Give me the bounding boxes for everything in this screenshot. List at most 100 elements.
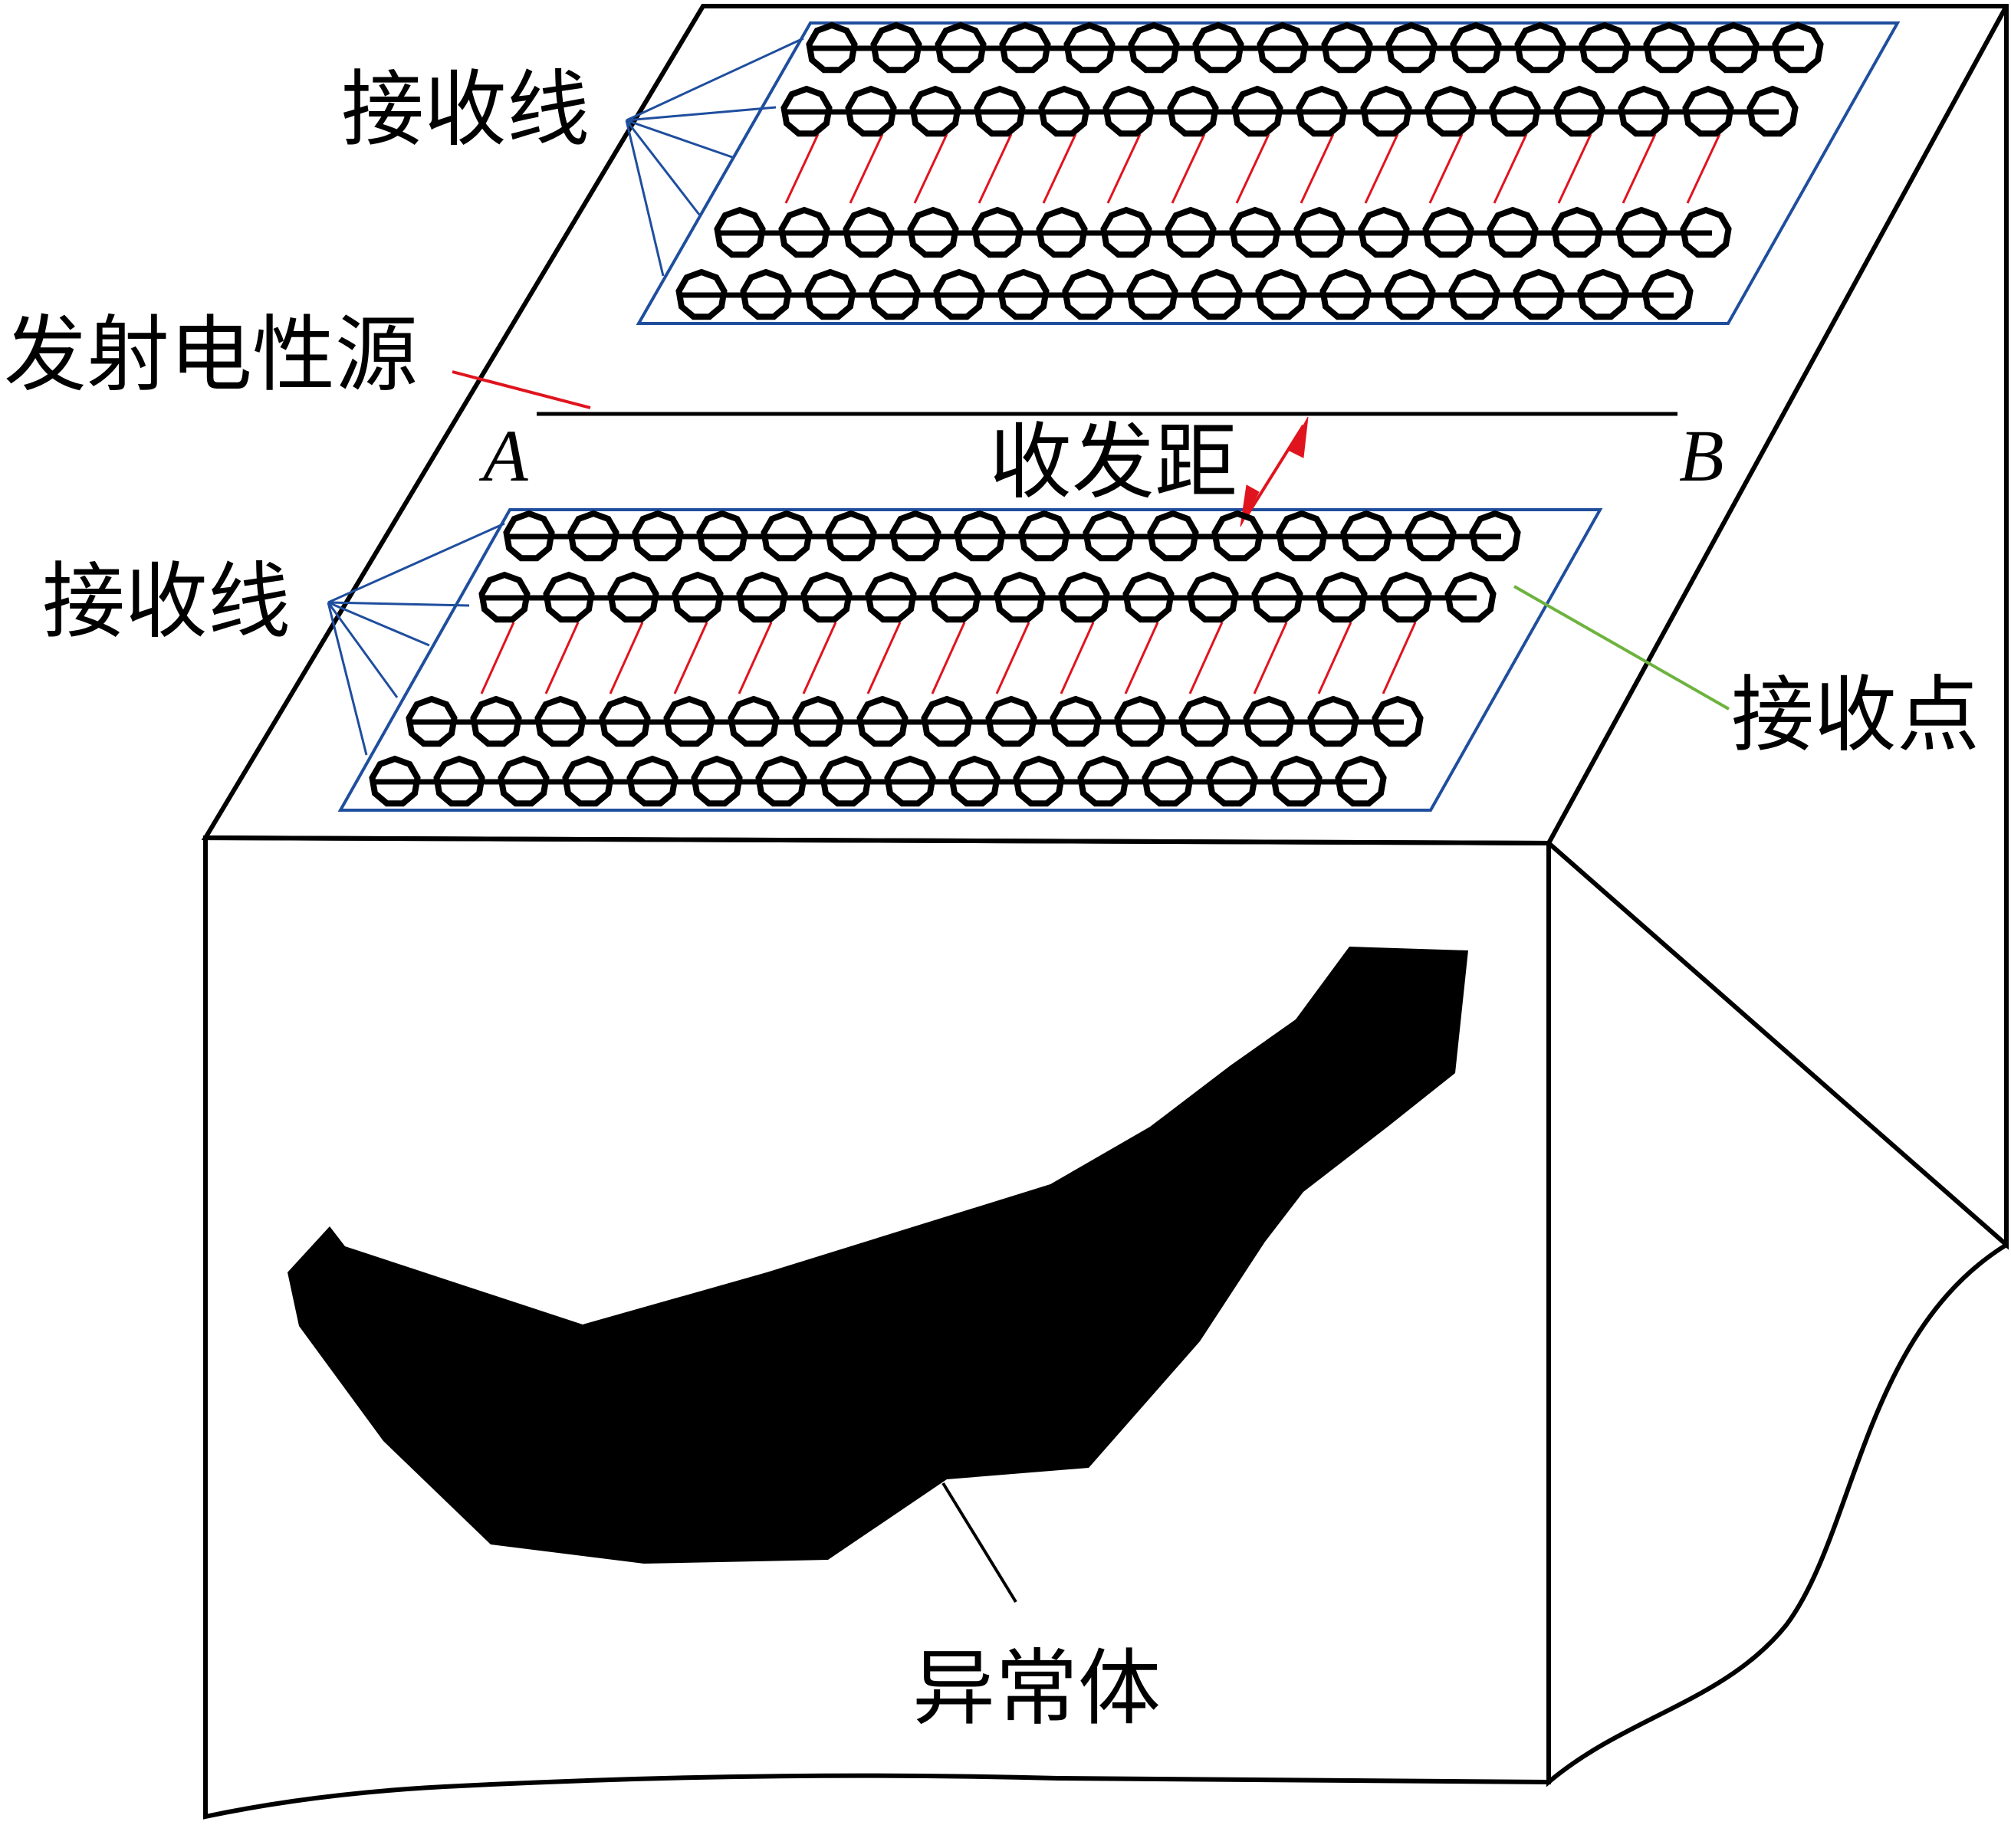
upper-receiver-coil	[1448, 268, 1500, 320]
lower-receiver-coil	[1018, 510, 1070, 562]
upper-receiver-coil	[1293, 206, 1346, 258]
lower-receiver-coil	[825, 510, 877, 562]
upper-receiver-coil	[1167, 85, 1219, 137]
lower-receiver-group	[327, 510, 1521, 807]
lower-fan-leader	[327, 601, 430, 647]
lower-receiver-coil	[1444, 571, 1497, 623]
block-front-face	[203, 835, 1551, 1820]
receiver-groups	[327, 21, 1824, 807]
lower-receiver-coil	[1058, 571, 1110, 623]
lower-receiver-coil	[470, 695, 522, 747]
upper-receiver-coil	[1231, 85, 1283, 137]
lower-receiver-coil	[1142, 755, 1194, 807]
lower-receiver-coil	[369, 755, 421, 807]
upper-receiver-coil	[1036, 206, 1088, 258]
upper-receiver-coil	[1618, 85, 1670, 137]
lower-dash-mark	[931, 622, 966, 694]
upper-receiver-coil	[1128, 21, 1180, 74]
lower-fan-leader	[327, 522, 505, 604]
upper-receiver-coil	[1165, 206, 1217, 258]
upper-receiver-coil	[999, 21, 1051, 74]
block-side-face	[1546, 5, 2009, 1787]
lower-dash-mark	[995, 622, 1030, 694]
upper-dash-mark	[913, 133, 948, 204]
lower-receiver-coil	[1316, 571, 1368, 623]
upper-receiver-group	[625, 21, 1824, 320]
upper-dash-mark	[1557, 133, 1592, 204]
upper-dash-mark	[1686, 133, 1721, 204]
lower-receiver-coil	[1243, 695, 1295, 747]
upper-receiver-coil	[1358, 206, 1410, 258]
upper-receiver-coil	[740, 268, 792, 320]
lower-receiver-coil	[800, 571, 853, 623]
lower-receiver-coil	[1013, 755, 1065, 807]
upper-receiver-coil	[1422, 206, 1474, 258]
upper-receiver-coil	[1063, 21, 1116, 74]
upper-receiver-coil	[1514, 21, 1566, 74]
source-label: 发射电性源	[4, 307, 418, 403]
lower-receiver-coil	[599, 695, 651, 747]
lower-dash-mark	[866, 622, 902, 694]
lower-receiver-coil	[433, 755, 485, 807]
upper-dash-mark	[1235, 133, 1270, 204]
lower-receiver-coil	[761, 510, 813, 562]
receive-line-label-lower: 接收线	[42, 554, 291, 650]
upper-receiver-coil	[843, 206, 895, 258]
lower-dash-mark	[1253, 622, 1288, 694]
lower-fan-leader	[327, 601, 470, 607]
lower-receiver-coil	[889, 510, 941, 562]
upper-receiver-coil	[1384, 268, 1436, 320]
anomaly-label: 异常体	[912, 1641, 1161, 1737]
lower-receiver-coil	[498, 755, 550, 807]
lower-fan-leader	[327, 602, 399, 698]
upper-receiver-coil	[675, 268, 728, 320]
lower-receiver-coil	[1276, 510, 1328, 562]
lower-receiver-coil	[567, 510, 619, 562]
lower-receiver-coil	[672, 571, 724, 623]
upper-receiver-coil	[1100, 206, 1152, 258]
upper-receiver-coil	[1553, 85, 1605, 137]
lower-receiver-coil	[1050, 695, 1102, 747]
lower-receiver-coil	[626, 755, 679, 807]
lower-receiver-coil	[948, 755, 1001, 807]
lower-receiver-coil	[1469, 510, 1521, 562]
upper-fan-leader	[625, 120, 665, 277]
lower-grid-frame	[337, 508, 1603, 812]
upper-dash-mark	[1300, 133, 1335, 204]
upper-receiver-coil	[1487, 206, 1539, 258]
lower-receiver-coil	[543, 571, 595, 623]
upper-dash-mark	[849, 133, 884, 204]
lower-receiver-coil	[1372, 695, 1424, 747]
upper-receiver-coil	[1102, 85, 1155, 137]
lower-fan-leader	[327, 602, 368, 756]
upper-receiver-coil	[997, 268, 1050, 320]
upper-receiver-coil	[870, 21, 922, 74]
upper-receiver-coil	[780, 85, 833, 137]
lower-receiver-coil	[1114, 695, 1166, 747]
upper-dash-mark	[1171, 133, 1206, 204]
lower-receiver-coil	[503, 510, 555, 562]
lower-receiver-coil	[663, 695, 715, 747]
upper-receiver-coil	[845, 85, 897, 137]
upper-receiver-coil	[1513, 268, 1565, 320]
lower-receiver-coil	[607, 571, 659, 623]
upper-grid-frame	[636, 21, 1901, 325]
upper-fan-leader	[626, 37, 804, 122]
lower-dash-mark	[609, 622, 644, 694]
lower-receiver-coil	[534, 695, 587, 747]
receive-point-leader	[1513, 585, 1730, 711]
lower-receiver-coil	[406, 695, 458, 747]
lower-dash-mark	[1382, 622, 1417, 694]
receive-point-label: 接收点	[1731, 668, 1980, 763]
lower-dash-mark	[544, 622, 580, 694]
lower-receiver-coil	[755, 755, 807, 807]
upper-receiver-coil	[1707, 21, 1760, 74]
lower-dash-mark	[1124, 622, 1159, 694]
lower-receiver-coil	[728, 695, 780, 747]
upper-receiver-coil	[1360, 85, 1412, 137]
lower-receiver-coil	[632, 510, 684, 562]
source-leader	[452, 370, 591, 409]
lower-receiver-coil	[1187, 571, 1239, 623]
upper-receiver-coil	[1551, 206, 1603, 258]
upper-receiver-coil	[778, 206, 830, 258]
